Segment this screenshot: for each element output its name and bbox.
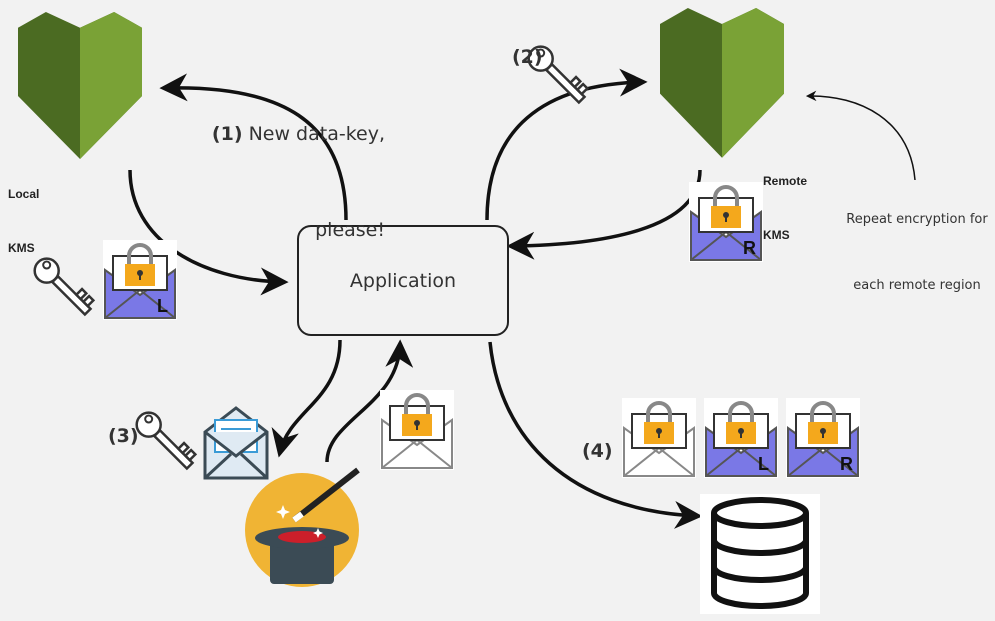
remote-note-line2: each remote region bbox=[853, 278, 981, 293]
arrow-app-to-database bbox=[488, 341, 703, 529]
lock-envelope-icon-local: L bbox=[101, 238, 179, 322]
open-envelope-icon bbox=[203, 406, 269, 480]
lock-envelope-icon-db-plain bbox=[620, 396, 698, 480]
step1-line1: New data-key, bbox=[248, 123, 385, 145]
remote-kms-label-line1: Remote bbox=[763, 174, 808, 188]
step1-line2: please! bbox=[315, 219, 385, 241]
step1-callout: (1) New data-key, please! bbox=[195, 54, 385, 278]
lock-envelope-icon-db-local: L bbox=[702, 396, 780, 480]
remote-note-line1: Repeat encryption for bbox=[846, 212, 988, 227]
step2-number: (2) bbox=[512, 46, 543, 68]
arrow-app-to-remote-kms bbox=[485, 68, 648, 221]
key-icon-step3 bbox=[130, 406, 200, 476]
application-box: Application bbox=[297, 225, 509, 336]
lock-envelope-icon-db-remote: R bbox=[784, 396, 862, 480]
arrow-app-to-hat bbox=[271, 339, 342, 458]
step4-number: (4) bbox=[582, 440, 613, 462]
envelope-letter-r: R bbox=[743, 238, 756, 258]
arrow-hat-to-app bbox=[325, 339, 414, 463]
lock-envelope-icon-remote: R bbox=[687, 180, 765, 264]
remote-kms-label: Remote KMS bbox=[763, 136, 807, 262]
step3-number: (3) bbox=[108, 425, 139, 447]
envelope-letter-l-db: L bbox=[758, 454, 769, 474]
key-icon-local bbox=[28, 252, 98, 322]
arrow-remote-kms-to-app bbox=[506, 169, 702, 260]
local-kms-label-line2: KMS bbox=[8, 241, 35, 255]
remote-kms-label-line2: KMS bbox=[763, 228, 790, 242]
envelope-letter-r-db: R bbox=[840, 454, 853, 474]
envelope-letter-l: L bbox=[157, 296, 168, 316]
local-kms-label-line1: Local bbox=[8, 187, 40, 201]
database-icon bbox=[700, 494, 820, 614]
lock-envelope-icon-plain bbox=[378, 388, 456, 472]
remote-region-note: Repeat encryption for each remote region bbox=[838, 165, 995, 319]
local-kms-icon bbox=[18, 12, 142, 159]
application-label: Application bbox=[349, 269, 457, 292]
local-kms-label: Local KMS bbox=[8, 149, 39, 275]
magic-hat-icon bbox=[245, 467, 360, 587]
arrow-note-to-remote-kms bbox=[805, 90, 916, 181]
arrow-app-to-local-kms bbox=[159, 73, 348, 221]
step1-number: (1) bbox=[211, 123, 243, 145]
